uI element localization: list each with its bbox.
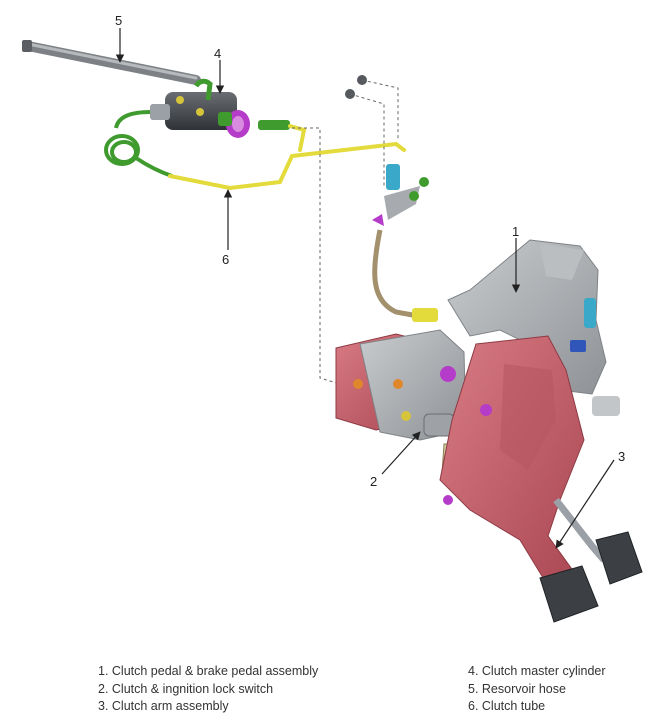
legend-item-reservoir-hose: 5. Resorvoir hose (468, 681, 566, 696)
callout-1: 1 (512, 224, 519, 239)
legend-item-clutch-master-cylinder: 4. Clutch master cylinder (468, 664, 606, 678)
callout-4: 4 (214, 46, 221, 61)
clutch-arm-assembly (439, 335, 643, 623)
callout-2: 2 (370, 474, 377, 489)
legend-left-column: 1. Clutch pedal & brake pedal assembly 2… (98, 663, 318, 716)
legend-item-clutch-arm-assembly: 3. Clutch arm assembly (98, 699, 229, 713)
assembly-guide-lines (292, 79, 399, 385)
clutch-system-diagram: 1 2 3 4 5 6 (22, 13, 643, 623)
clutch-master-cylinder (150, 78, 290, 138)
pedal-bracket-assembly (447, 239, 620, 416)
braided-cable (372, 229, 438, 322)
callout-arrows (115, 28, 615, 549)
linkage-bracket (372, 164, 429, 226)
legend-item-clutch-tube: 6. Clutch tube (468, 699, 546, 713)
mounting-plate (335, 329, 467, 441)
callout-5: 5 (115, 13, 122, 28)
clutch-tube (168, 124, 406, 191)
legend-item-clutch-pedal-brake-pedal-assembly: 1. Clutch pedal & brake pedal assembly (98, 664, 319, 678)
reservoir-hose (22, 40, 201, 85)
legend-right-column: 4. Clutch master cylinder 5. Resorvoir h… (468, 663, 606, 716)
callout-3: 3 (618, 449, 625, 464)
callout-6: 6 (222, 252, 229, 267)
legend-item-clutch-ignition-lock-switch: 2. Clutch & ingnition lock switch (98, 681, 274, 696)
coiled-hose (104, 110, 173, 178)
